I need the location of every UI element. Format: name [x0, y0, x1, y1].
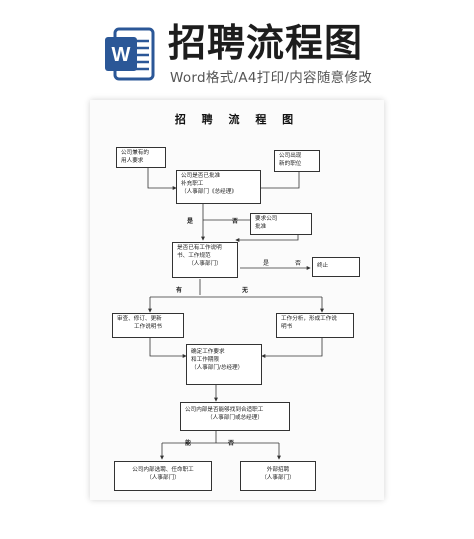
label-yes-2: 是 [263, 260, 270, 267]
box-job-analysis: 工作分析，形成工作说明书 [276, 313, 354, 338]
label-can: 能 [185, 440, 192, 447]
label-yes-1: 是 [187, 218, 194, 225]
label-none: 无 [242, 287, 249, 294]
connector-review-determine [149, 338, 187, 358]
connector-analysis-determine [261, 338, 323, 358]
box-new-vacancy: 公司出现新的职位 [274, 150, 320, 172]
box-request-approval: 要求公司批准 [250, 213, 312, 235]
page-subtitle: Word格式/A4打印/内容随意修改 [170, 70, 373, 86]
box-company-demand: 公司兼有的用人要求 [116, 147, 166, 168]
document-preview: 招 聘 流 程 图 公司兼有的用 [90, 100, 384, 500]
word-icon-letter: W [112, 44, 131, 66]
label-no-2: 否 [295, 260, 302, 267]
connector-demand-approve [147, 167, 177, 190]
label-no-1: 否 [232, 218, 239, 225]
header: W 招聘流程图 Word格式/A4打印/内容随意修改 [0, 0, 474, 96]
box-internal-candidate-check: 公司内部是否能够找到合适职工（人事部门或总经理） [180, 402, 290, 431]
label-have: 有 [176, 287, 183, 294]
document-title: 招 聘 流 程 图 [174, 113, 300, 126]
box-terminate: 终止 [312, 257, 360, 277]
box-external-hire: 外部招聘（人事部门） [240, 461, 316, 491]
box-internal-hire: 公司内部选聘、任命职工（人事部门） [114, 461, 212, 491]
box-approval-check: 公司是否已批准补充职工（人事部门《总经理》 [176, 170, 261, 204]
word-document-icon: W [105, 27, 157, 81]
box-determine-requirements: 确定工作要求和工作期限（人事部门/总经理） [186, 344, 262, 385]
page-title: 招聘流程图 [168, 21, 364, 65]
box-review-spec: 审查、修订、更新工作说明书 [112, 313, 184, 338]
box-job-spec-check: 是否已有工作说明书、工作规范（人事部门） [172, 242, 238, 278]
label-cannot: 否 [228, 440, 235, 447]
